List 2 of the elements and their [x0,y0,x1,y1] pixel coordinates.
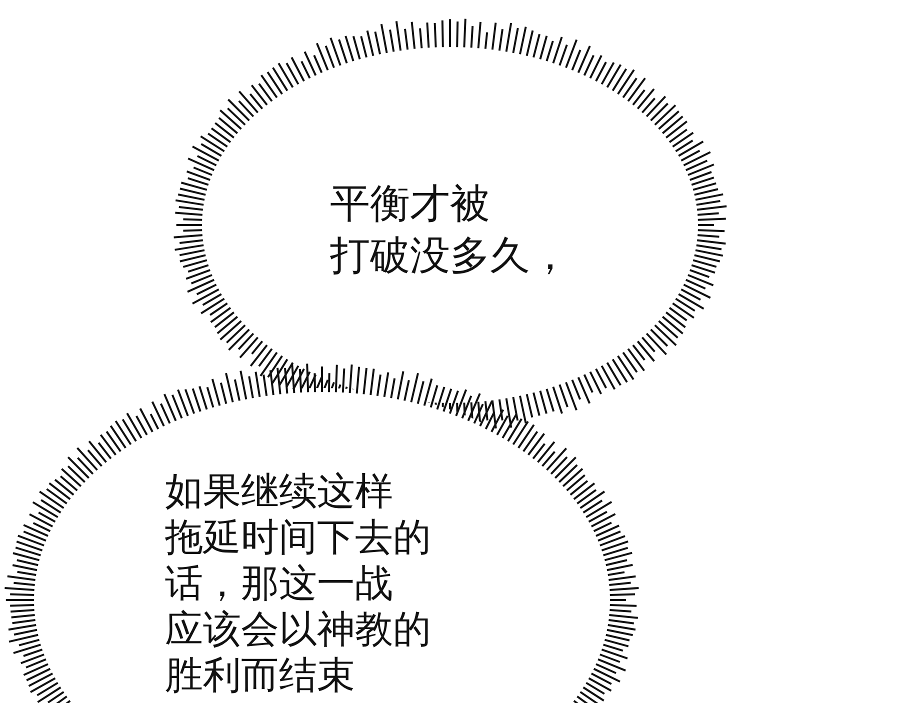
speech-text: 如果继续这样拖延时间下去的话，那这一战应该会以神教的胜利而结束 [165,468,431,698]
speech-text: 平衡才被打破没多久， [330,180,570,281]
